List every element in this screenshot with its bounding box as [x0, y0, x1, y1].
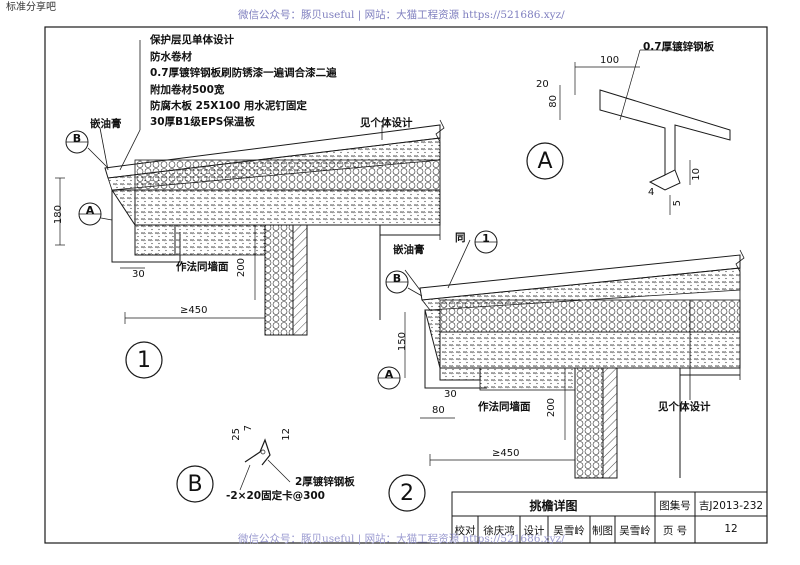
label-see-design-2: 见个体设计	[658, 401, 711, 413]
note-extra-membrane: 附加卷材500宽	[150, 84, 225, 96]
label-sealant-2: 嵌油膏	[393, 244, 425, 256]
site-tag: 标准分享吧	[6, 2, 56, 13]
dim-b-7: 7	[243, 425, 254, 432]
dim-b-25: 25	[231, 428, 242, 441]
note-steel-plate: 0.7厚镀锌钢板刷防锈漆一遍调合漆二遍	[150, 67, 337, 79]
atlas-number: 吉J2013-232	[698, 500, 764, 512]
design-label: 设计	[523, 525, 545, 537]
label-same-as-wall-2: 作法同墙面	[478, 401, 531, 413]
detail-1-number: 1	[137, 348, 151, 373]
designer-name: 吴雪岭	[553, 525, 585, 537]
label-steel-07: 0.7厚镀锌钢板	[643, 41, 715, 53]
note-waterproof-membrane: 防水卷材	[150, 51, 192, 63]
dim-a-5: 5	[672, 200, 683, 207]
page-number: 12	[724, 523, 738, 535]
dim-a-100: 100	[600, 55, 620, 66]
marker-B-2: B	[392, 272, 402, 285]
detail-A-letter: A	[537, 149, 553, 174]
dim-a-80: 80	[548, 95, 559, 108]
detail-2-number: 2	[400, 481, 414, 506]
watermark-top: 微信公众号：豚贝useful | 网站：大猫工程资源 https://52168…	[238, 9, 565, 21]
drawing-title: 挑檐详图	[529, 499, 578, 513]
drafter-name: 吴雪岭	[619, 525, 651, 537]
detail-B-letter: B	[187, 472, 203, 497]
detail-2-section	[377, 230, 745, 512]
dim-150: 150	[397, 332, 408, 352]
note-eps-insulation: 30厚B1级EPS保温板	[150, 116, 255, 128]
dim-a-10: 10	[691, 168, 702, 181]
drawing-frame	[44, 26, 768, 544]
note-wood-board: 防腐木板 25X100 用水泥钉固定	[150, 100, 307, 112]
dim-b-12: 12	[281, 428, 292, 441]
dim-450-1: ≥450	[180, 305, 208, 316]
marker-A-2: A	[384, 368, 394, 381]
watermark-bottom: 微信公众号：豚贝useful | 网站：大猫工程资源 https://52168…	[238, 533, 565, 545]
label-fixing-clip: -2×20固定卡@300	[226, 490, 325, 502]
label-sealant-1: 嵌油膏	[90, 118, 122, 130]
label-same: 同	[455, 232, 466, 244]
marker-B-1: B	[72, 132, 82, 145]
label-steel-2: 2厚镀锌钢板	[295, 476, 355, 488]
check-label: 校对	[454, 525, 476, 537]
draw-label: 制图	[592, 525, 613, 537]
checker-name: 徐庆鸿	[483, 525, 515, 537]
detail-1-section	[55, 40, 445, 379]
label-see-design-1: 见个体设计	[360, 117, 413, 129]
detail-B-section	[176, 438, 291, 503]
dim-200-2: 200	[546, 398, 557, 418]
detail-A-section	[526, 49, 731, 215]
dim-30-1: 30	[132, 269, 145, 280]
note-protection-layer: 保护层见单体设计	[150, 34, 234, 46]
dim-30-2: 30	[444, 389, 457, 400]
page-label: 页 号	[662, 525, 688, 537]
marker-A-1: A	[85, 204, 95, 217]
dim-200-1: 200	[236, 258, 247, 278]
dim-450-2: ≥450	[492, 448, 520, 459]
dim-180: 180	[53, 205, 64, 225]
label-same-as-wall-1: 作法同墙面	[176, 261, 229, 273]
dim-a-4: 4	[648, 187, 655, 198]
title-block	[451, 491, 768, 544]
dim-80: 80	[432, 405, 445, 416]
atlas-label: 图集号	[659, 500, 691, 512]
dim-a-20: 20	[536, 79, 549, 90]
marker-1-ref: 1	[482, 232, 490, 245]
